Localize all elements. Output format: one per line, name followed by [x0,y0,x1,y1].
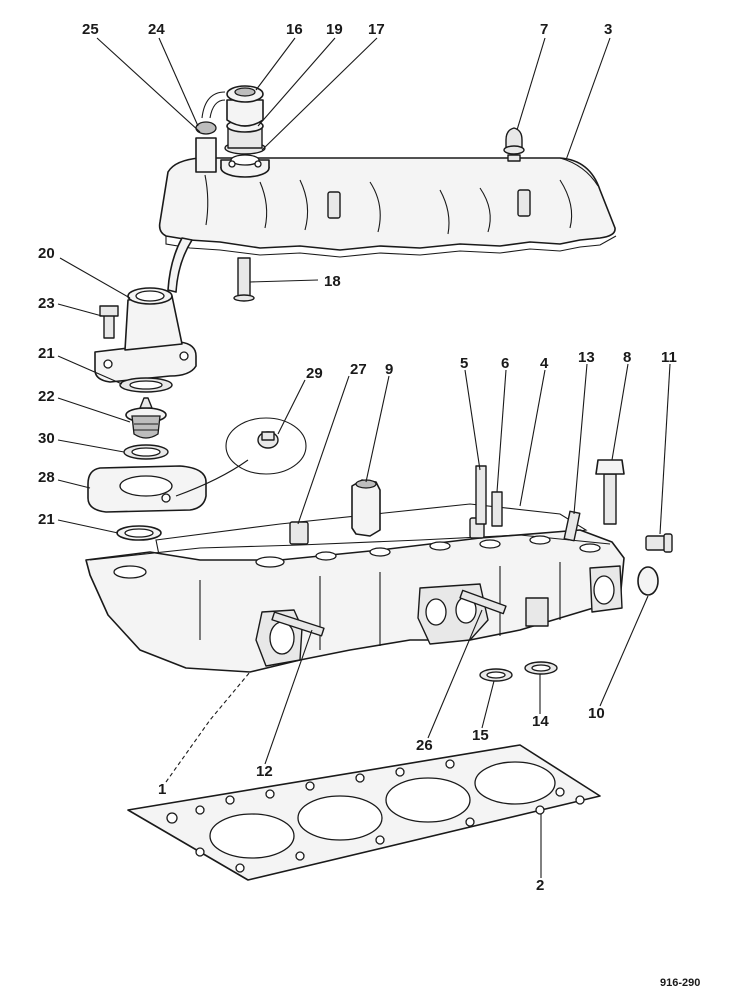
label-18: 18 [324,273,341,290]
cap-nut [503,127,525,162]
label-24: 24 [148,21,165,38]
figure-reference: 916-290 [660,977,700,989]
label-8: 8 [623,349,631,366]
breather-hose [167,91,226,293]
label-1: 1 [158,781,166,798]
label-6: 6 [501,355,509,372]
label-17: 17 [368,21,385,38]
outlet-bolt [99,305,119,339]
outlet-gasket [119,377,173,393]
label-27: 27 [350,361,367,378]
label-14: 14 [532,713,549,730]
label-20: 20 [38,245,55,262]
label-26: 26 [416,737,433,754]
cover-stud [233,257,255,302]
head-gasket [127,744,601,881]
label-12: 12 [256,763,273,780]
label-21-lower: 21 [38,511,55,528]
rocker-cover [158,157,617,258]
leader-lines [57,37,671,878]
oil-filler-assembly [220,85,270,178]
label-13: 13 [578,349,595,366]
label-28: 28 [38,469,55,486]
part-labels: 25 24 16 19 17 7 3 20 18 23 21 22 30 28 … [38,21,700,989]
label-5: 5 [460,355,468,372]
label-11: 11 [661,349,677,366]
label-21-upper: 21 [38,345,55,362]
label-4: 4 [540,355,549,372]
label-3: 3 [604,21,612,38]
label-19: 19 [326,21,343,38]
label-10: 10 [588,705,605,722]
thermostat-seal [123,444,169,460]
label-7: 7 [540,21,548,38]
head-fasteners [271,459,673,682]
label-25: 25 [82,21,99,38]
drain-plug [225,417,307,475]
thermostat [125,397,167,439]
label-22: 22 [38,388,55,405]
label-9: 9 [385,361,393,378]
label-16: 16 [286,21,303,38]
water-outlet-elbow [94,287,197,383]
label-2: 2 [536,877,544,894]
label-23: 23 [38,295,55,312]
label-29: 29 [306,365,323,382]
label-15: 15 [472,727,489,744]
housing-gasket [116,525,162,541]
thermostat-housing [87,459,249,513]
label-30: 30 [38,430,55,447]
